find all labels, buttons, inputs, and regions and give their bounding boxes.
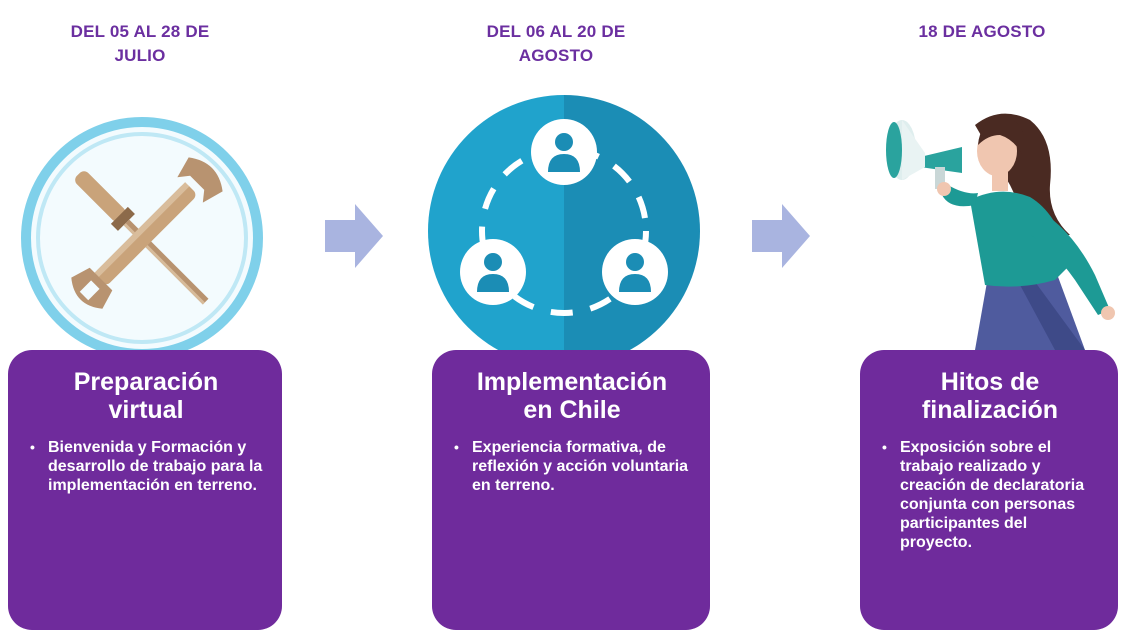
tools-icon (12, 108, 272, 368)
step-3-date: 18 DE AGOSTO (918, 22, 1046, 41)
woman-megaphone-illustration (880, 105, 1120, 355)
step-2-bullets: Experiencia formativa, de reflexión y ac… (450, 438, 694, 495)
step-1-card: Preparación virtual Bienvenida y Formaci… (8, 350, 282, 630)
step-2-title: Implementación en Chile (476, 368, 668, 424)
step-1-date: DEL 05 AL 28 DE JULIO (70, 22, 210, 65)
step-3-bullets: Exposición sobre el trabajo realizado y … (878, 438, 1102, 552)
step-3-card: Hitos de finalización Exposición sobre e… (860, 350, 1118, 630)
list-item: Experiencia formativa, de reflexión y ac… (450, 438, 694, 495)
arrow-right-icon (752, 204, 810, 268)
people-network-icon (425, 92, 703, 370)
step-3-title: Hitos de finalización (921, 368, 1059, 424)
list-item: Bienvenida y Formación y desarrollo de t… (26, 438, 266, 495)
step-2-card: Implementación en Chile Experiencia form… (432, 350, 710, 630)
step-2-date: DEL 06 AL 20 DE AGOSTO (486, 22, 626, 65)
step-1-bullets: Bienvenida y Formación y desarrollo de t… (26, 438, 266, 495)
step-1-title: Preparación virtual (73, 368, 219, 424)
arrow-right-icon (325, 204, 383, 268)
list-item: Exposición sobre el trabajo realizado y … (878, 438, 1102, 552)
